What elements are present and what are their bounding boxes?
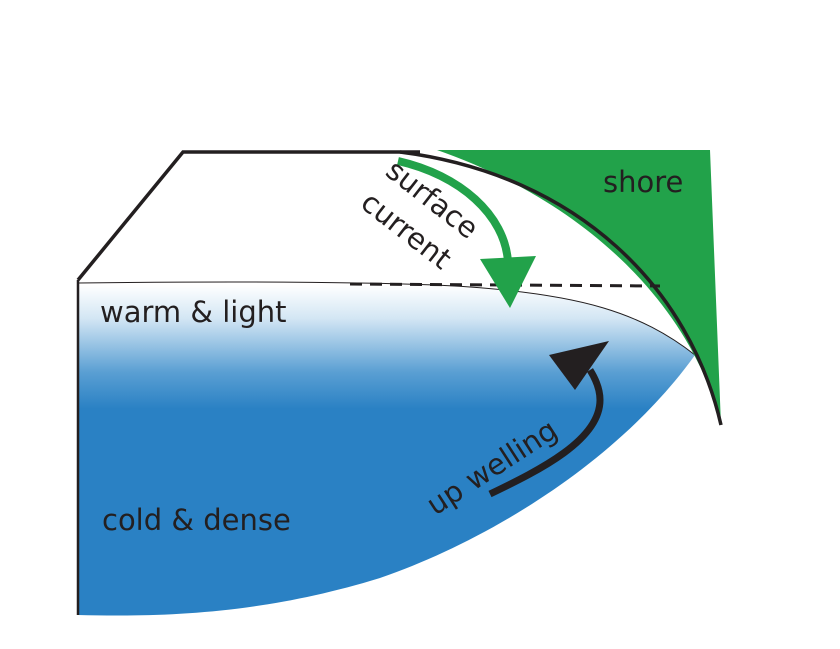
shore-label: shore: [603, 165, 683, 199]
water-body: [78, 282, 695, 616]
upwelling-arrow: [488, 341, 609, 498]
shore-land: [437, 150, 721, 425]
cold-layer-label: cold & dense: [102, 503, 291, 537]
water-surface-line: [77, 281, 696, 356]
diagram-outline-top: [76, 150, 420, 282]
sea-level-dashed-line: [349, 282, 661, 288]
coastline: [399, 150, 723, 426]
warm-layer-label: warm & light: [100, 295, 286, 329]
surface-current-arrow: [397, 157, 536, 308]
